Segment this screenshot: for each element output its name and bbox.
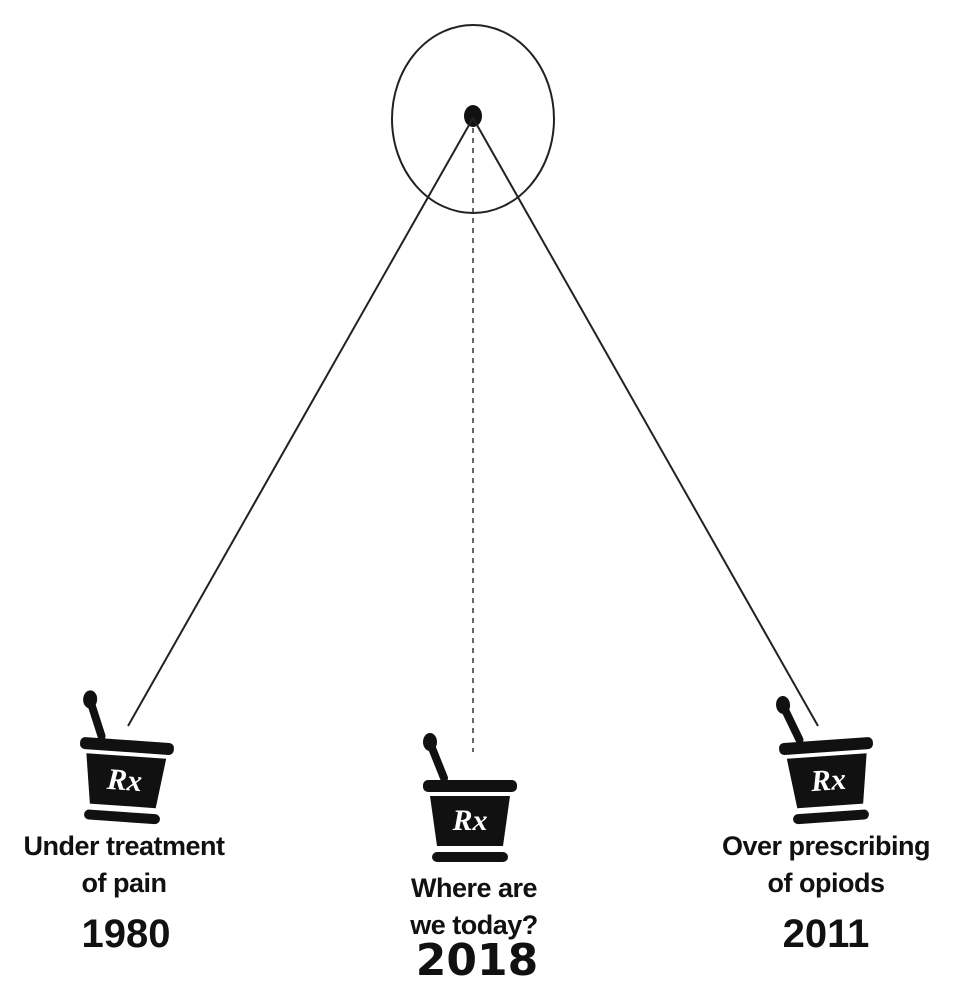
right-caption-line2: of opiods xyxy=(767,868,885,898)
left-string xyxy=(127,117,474,727)
left-caption-line1: Under treatment xyxy=(23,831,225,861)
rx-mortar-pestle-icon-middle: Rx xyxy=(423,733,517,862)
rx-mortar-pestle-icon-left: Rx xyxy=(75,690,178,825)
middle-year: 2018 xyxy=(415,935,539,986)
right-year: 2011 xyxy=(782,912,870,956)
left-year: 1980 xyxy=(81,912,171,956)
rx-label-left: Rx xyxy=(105,763,143,798)
left-caption: Under treatment of pain xyxy=(23,828,225,902)
middle-caption: Where are we today? xyxy=(410,870,538,944)
pivot-point xyxy=(464,105,482,127)
left-caption-line2: of pain xyxy=(81,868,167,898)
right-caption: Over prescribing of opiods xyxy=(721,828,931,902)
rx-label-middle: Rx xyxy=(451,804,487,837)
rx-label-right: Rx xyxy=(809,763,847,798)
rx-mortar-pestle-icon-right: Rx xyxy=(775,690,878,825)
right-string xyxy=(472,117,819,727)
middle-caption-line2: we today? xyxy=(410,910,538,940)
middle-caption-line1: Where are xyxy=(410,873,538,903)
right-caption-line1: Over prescribing xyxy=(721,831,931,861)
